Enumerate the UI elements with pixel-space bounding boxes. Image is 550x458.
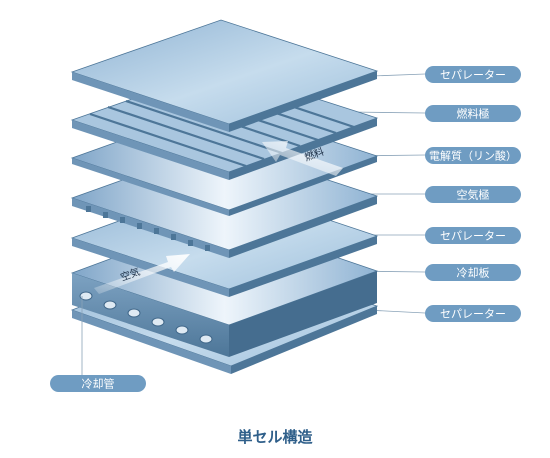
svg-text:電解質（リン酸）: 電解質（リン酸） — [429, 149, 517, 163]
label-cooling-plate: 冷却板 — [425, 264, 521, 281]
diagram-title: 単セル構造 — [237, 428, 313, 446]
separator-top-plate — [70, 19, 379, 132]
svg-text:セパレーター: セパレーター — [440, 230, 506, 243]
label-separator-bottom: セパレーター — [425, 305, 521, 322]
label-electrolyte: 電解質（リン酸） — [425, 147, 521, 164]
svg-text:冷却管: 冷却管 — [82, 377, 115, 391]
svg-text:冷却板: 冷却板 — [457, 266, 490, 280]
label-cooling-pipe: 冷却管 — [50, 375, 146, 392]
label-separator-top: セパレーター — [425, 66, 521, 83]
svg-text:セパレーター: セパレーター — [440, 308, 506, 321]
svg-text:空気極: 空気極 — [457, 188, 490, 202]
svg-text:セパレーター: セパレーター — [440, 69, 506, 82]
svg-text:燃料極: 燃料極 — [457, 107, 490, 121]
label-air-electrode: 空気極 — [425, 186, 521, 203]
label-separator-middle: セパレーター — [425, 227, 521, 244]
cooling-pipe-ends — [79, 291, 213, 344]
label-fuel-electrode: 燃料極 — [425, 105, 521, 122]
